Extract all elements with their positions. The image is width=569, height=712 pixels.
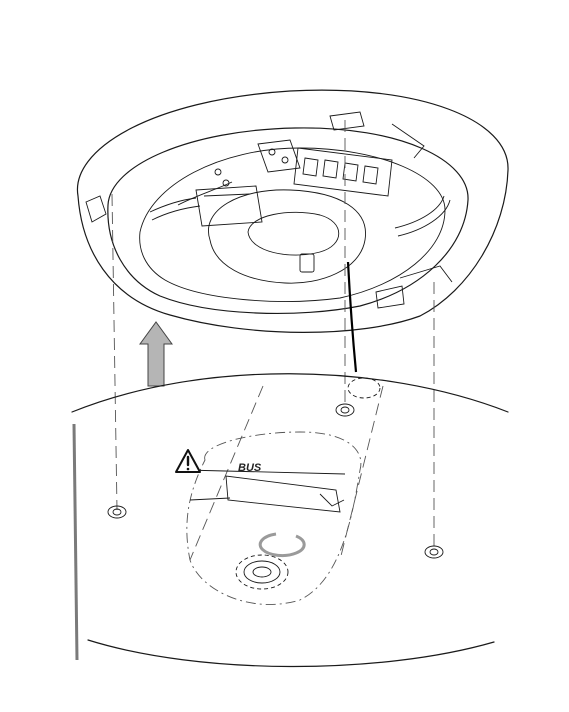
screw-points bbox=[107, 377, 444, 590]
cable bbox=[346, 261, 358, 373]
mounting-surface bbox=[71, 373, 509, 668]
up-arrow-icon bbox=[139, 321, 173, 387]
warning-triangle-icon bbox=[175, 449, 201, 473]
junction-box-outline bbox=[186, 431, 362, 605]
detector-base bbox=[76, 89, 509, 333]
rotation-arc-icon bbox=[258, 532, 306, 558]
bus-label: BUS bbox=[238, 462, 262, 474]
bus-channel bbox=[184, 469, 346, 513]
